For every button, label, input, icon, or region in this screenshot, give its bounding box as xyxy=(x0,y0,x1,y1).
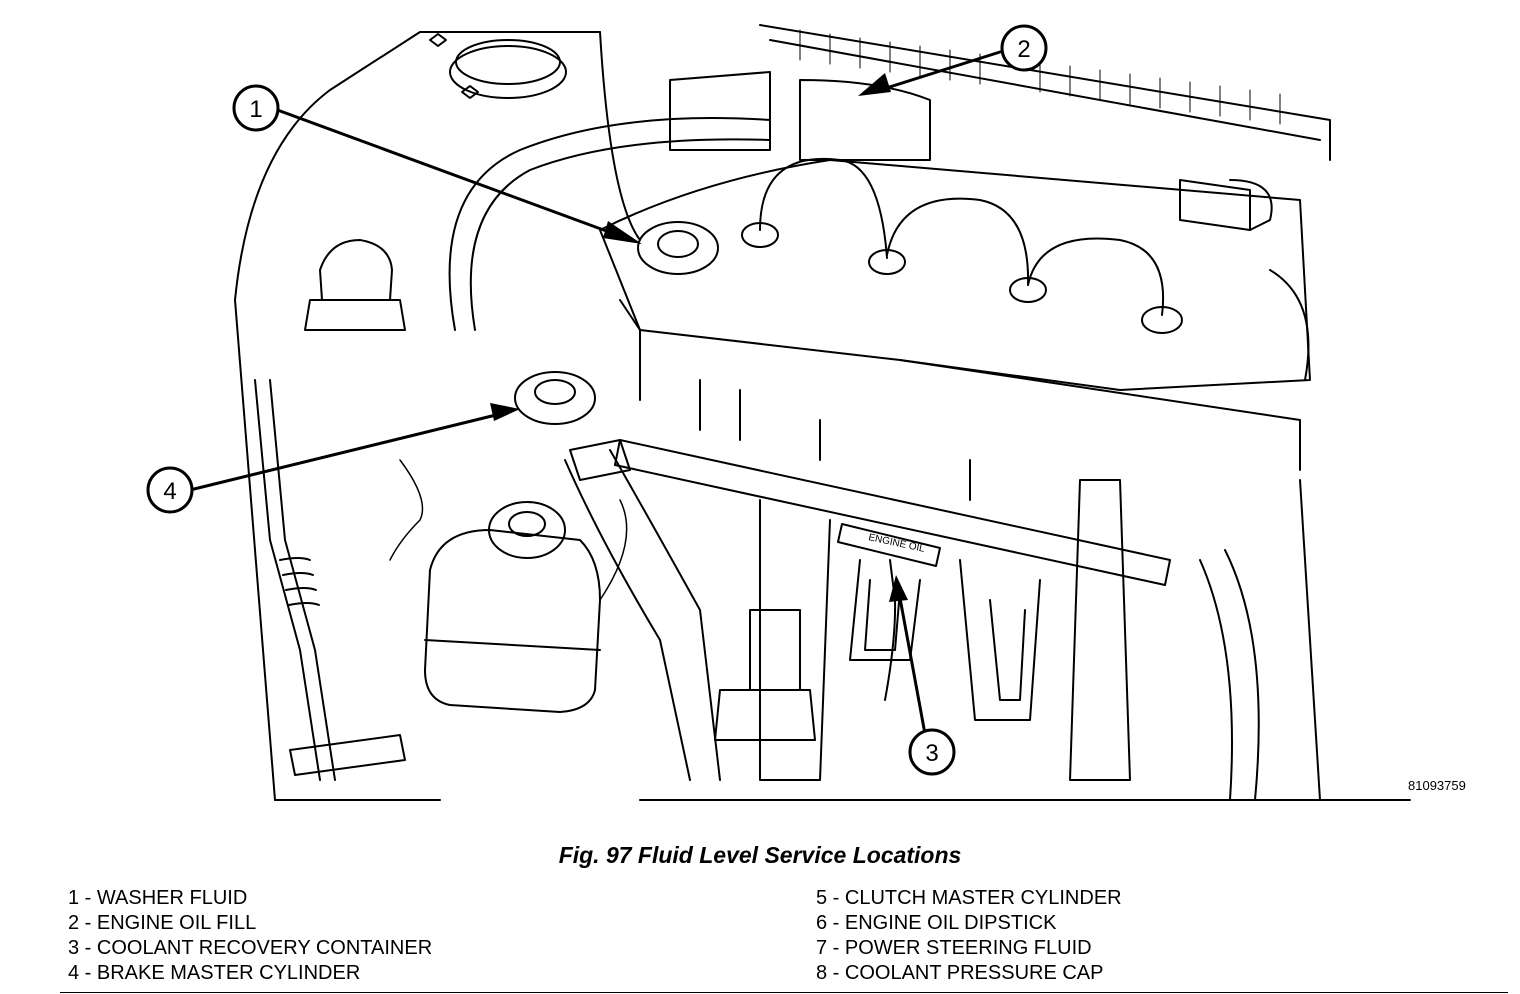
figure-caption: Fig. 97 Fluid Level Service Locations xyxy=(558,842,962,868)
strut-tower-cap xyxy=(455,39,561,85)
fuel-rail xyxy=(614,439,1171,586)
legend-item: 8 - COOLANT PRESSURE CAP xyxy=(816,962,1104,984)
legend-item: 1 - WASHER FLUID xyxy=(68,887,248,909)
legend-item: 6 - ENGINE OIL DIPSTICK xyxy=(816,912,1057,934)
legend-item: 4 - BRAKE MASTER CYLINDER xyxy=(68,962,361,984)
callout-2: 2 xyxy=(1017,36,1030,63)
legend-right: 5 - CLUTCH MASTER CYLINDER 6 - ENGINE OI… xyxy=(816,886,1122,986)
callout-4: 4 xyxy=(163,478,176,505)
legend-item: 5 - CLUTCH MASTER CYLINDER xyxy=(816,887,1122,909)
legend-item: 2 - ENGINE OIL FILL xyxy=(68,912,257,934)
reservoir-bottle xyxy=(424,529,601,713)
callout-3: 3 xyxy=(925,740,938,767)
figure-id: 81093759 xyxy=(1408,778,1466,793)
bottom-rule xyxy=(60,992,1508,993)
fender-outline xyxy=(234,31,601,801)
valve-cover xyxy=(599,159,1311,391)
engine-bay-illustration: ENGINE OIL 1 2 3 4 xyxy=(146,24,1411,801)
legend-item: 3 - COOLANT RECOVERY CONTAINER xyxy=(68,937,433,959)
pressure-cap xyxy=(514,371,596,425)
callout-1: 1 xyxy=(249,96,262,123)
oil-fill-cap xyxy=(637,221,719,275)
dipstick-handle xyxy=(837,523,941,567)
legend-left: 1 - WASHER FLUID 2 - ENGINE OIL FILL 3 -… xyxy=(68,886,432,986)
legend-item: 7 - POWER STEERING FLUID xyxy=(816,937,1092,959)
